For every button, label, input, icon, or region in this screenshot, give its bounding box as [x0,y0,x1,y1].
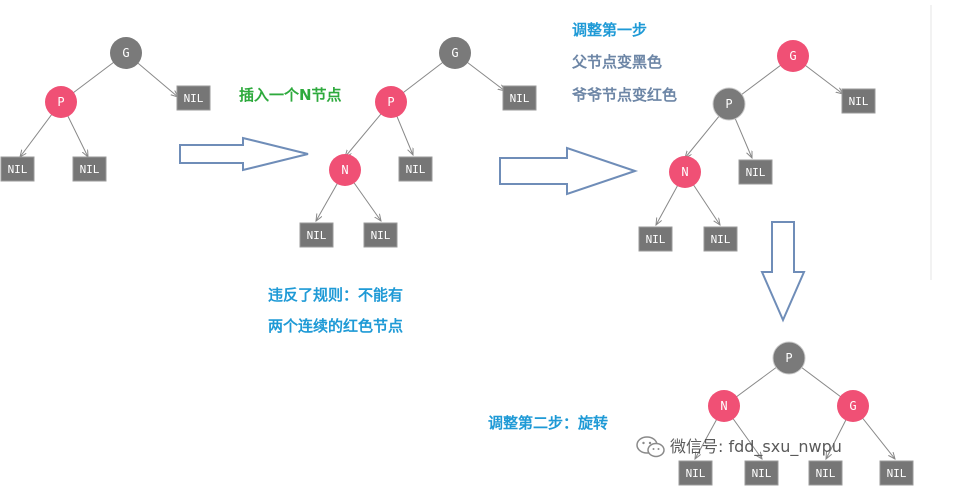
tree4-nil-g-right-label: NIL [887,467,907,480]
tree-4-rotated: P N G NIL NIL NIL NIL [678,341,914,486]
tree4-nil-g-left-label: NIL [816,467,836,480]
tree-3-recolored: G P NIL N NIL NIL NIL [638,40,876,252]
tree2-node-g-label: G [451,46,458,60]
tree3-nil-g-right [841,88,876,114]
step1-line1: 父节点变黑色 [572,53,663,71]
tree4-node-p [772,341,806,375]
tree1-nil-p-right-label: NIL [80,163,100,176]
tree4-node-p-label: P [785,351,792,365]
tree1-nil-g-right [176,85,211,111]
arrow-right-2 [499,146,639,196]
tree3-nil-n-right-label: NIL [711,233,731,246]
tree2-nil-n-left-label: NIL [307,229,327,242]
wechat-icon [636,436,665,458]
tree1-node-p [45,86,77,118]
tree4-nil-n-right-label: NIL [752,467,772,480]
tree2-nil-g-right [502,85,537,111]
tree2-nil-n-left [299,222,334,248]
arrow-down [760,221,806,323]
tree2-node-n [329,154,361,186]
tree3-nil-n-right [703,226,738,252]
tree2-node-g [439,37,471,69]
step1-title: 调整第一步 [572,21,648,39]
tree4-nil-g-left [808,460,843,486]
tree3-node-n [669,156,701,188]
tree3-nil-n-left-label: NIL [646,233,666,246]
tree2-node-p-label: P [387,95,394,109]
insert-label: 插入一个N节点 [239,86,342,104]
tree4-nil-n-right [744,460,779,486]
step1-line2: 爷爷节点变红色 [572,86,678,104]
tree4-nil-n-left [678,460,713,486]
tree4-nil-g-right [879,460,914,486]
tree1-nil-g-right-label: NIL [184,92,204,105]
violation-label-line1: 违反了规则：不能有 [268,286,404,304]
tree3-node-p-label: P [725,97,732,111]
tree4-node-g [837,390,869,422]
tree1-node-g [110,37,142,69]
tree4-node-n-label: N [720,399,727,413]
tree4-node-n [708,390,740,422]
tree1-nil-p-right [72,156,107,182]
tree3-node-p [712,87,746,121]
tree2-node-p [375,86,407,118]
tree3-node-n-label: N [681,165,688,179]
violation-label-line2: 两个连续的红色节点 [268,317,404,335]
tree3-node-g-label: G [789,49,796,63]
tree4-node-g-label: G [849,399,856,413]
watermark-text: 微信号: fdd_sxu_nwpu [670,437,842,456]
tree1-node-g-label: G [122,46,129,60]
arrow-right-1 [179,136,309,172]
tree-2-inserted: G P NIL N NIL NIL NIL [299,37,537,248]
tree1-nil-p-left-label: NIL [8,163,28,176]
tree2-nil-p-right-label: NIL [406,163,426,176]
tree4-nil-n-left-label: NIL [686,467,706,480]
tree2-nil-p-right [398,156,433,182]
step2-label: 调整第二步：旋转 [488,414,609,432]
tree2-nil-n-right-label: NIL [371,229,391,242]
tree1-node-p-label: P [57,95,64,109]
tree2-nil-g-right-label: NIL [510,92,530,105]
tree3-nil-p-right [738,159,773,185]
tree3-node-g [777,40,809,72]
tree3-nil-g-right-label: NIL [849,95,869,108]
tree2-nil-n-right [363,222,398,248]
tree3-nil-p-right-label: NIL [746,166,766,179]
tree3-nil-n-left [638,226,673,252]
tree1-nil-p-left [0,156,35,182]
tree-1-initial: G P NIL NIL NIL [0,37,211,182]
tree2-node-n-label: N [341,163,348,177]
